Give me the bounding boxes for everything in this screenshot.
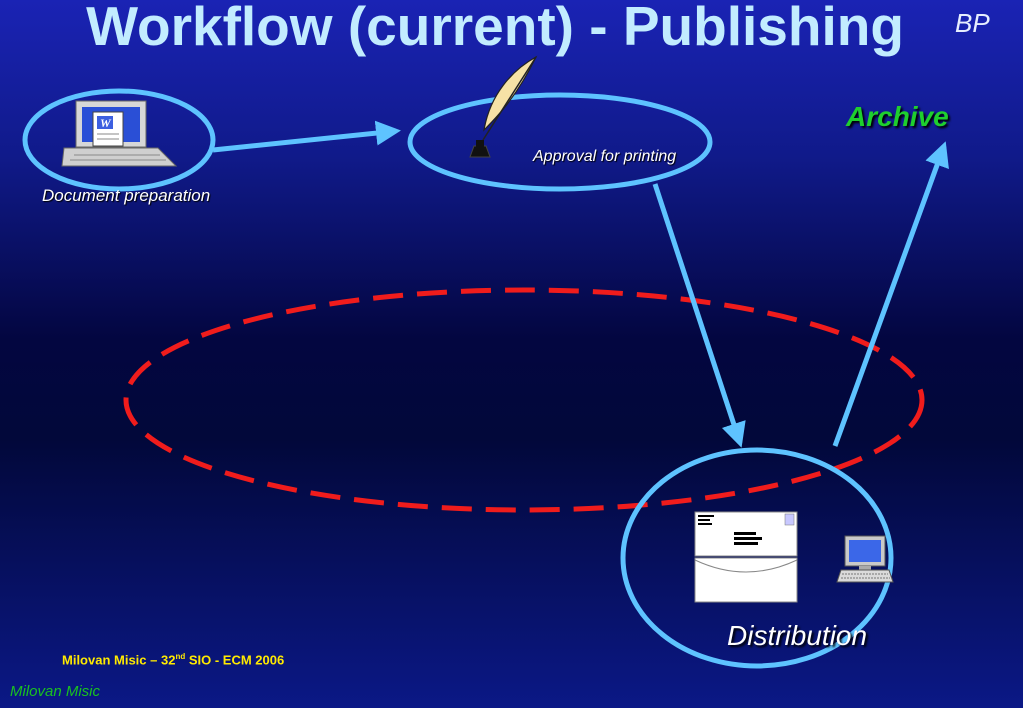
footer-text-pre: Milovan Misic – 32 (62, 652, 176, 668)
footer-text-post: SIO - ECM 2006 (185, 652, 285, 668)
corner-mark: BP (955, 8, 990, 38)
distribution-label: Distribution (727, 620, 868, 651)
desktop-computer-icon (836, 535, 894, 583)
approval-label: Approval for printing (533, 148, 677, 165)
word-laptop-icon: W (61, 100, 178, 167)
envelope-letter-icon (694, 511, 798, 603)
footer-text: Milovan Misic – 32nd SIO - ECM 2006 (62, 652, 284, 667)
arrow-distribution-to-archive (832, 141, 949, 447)
distribution-ellipse (620, 447, 894, 669)
quill-inkwell-icon (469, 55, 538, 158)
approval-ellipse (407, 92, 713, 192)
page-title: Workflow (current) - Publishing (86, 0, 904, 57)
svg-text:W: W (100, 116, 112, 130)
author-name: Milovan Misic (10, 683, 101, 700)
document-preparation-label: Document preparation (42, 186, 211, 205)
dashed-ellipse (123, 287, 925, 513)
arrow-approval-to-distribution (652, 183, 746, 448)
archive-label: Archive (846, 101, 949, 132)
footer-superscript: nd (175, 652, 186, 661)
document-preparation-ellipse (22, 88, 216, 192)
arrow-prep-to-approval (212, 120, 401, 153)
